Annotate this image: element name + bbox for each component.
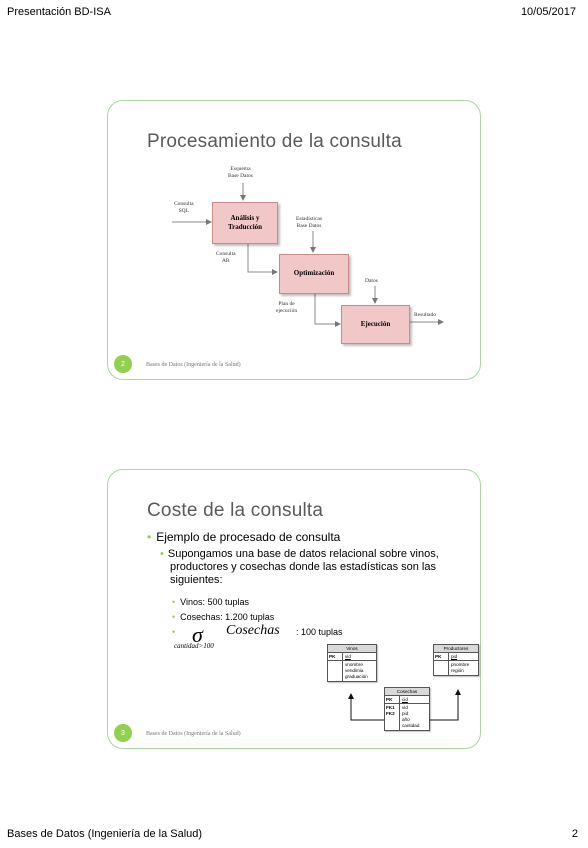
page-footer-number: 2 [571, 828, 578, 840]
bullet-dot-icon: • [172, 597, 176, 607]
page-header-date: 10/05/2017 [520, 6, 576, 18]
label-stats: Estadísticas Base Datos [296, 216, 322, 230]
label-sql: Consulta SQL [174, 201, 194, 215]
flow-arrows [172, 183, 444, 327]
slide-footer: Bases de Datos (Ingeniería de la Salud) [146, 731, 241, 737]
page-header-title: Presentación BD-ISA [7, 6, 111, 18]
formula-condition: cantidad>100 [174, 642, 214, 650]
bullet-level1: •Ejemplo de procesado de consulta [147, 530, 341, 544]
label-plan: Plan de ejecución [276, 301, 298, 315]
execution-box: Ejecución [341, 305, 410, 344]
label-result: Resultado [414, 312, 436, 318]
slide-query-cost: Coste de la consulta •Ejemplo de procesa… [107, 469, 481, 749]
optimization-box: Optimización [279, 254, 349, 294]
analysis-box: Análisis y Traducción [212, 202, 278, 244]
slide-title: Procesamiento de la consulta [147, 131, 402, 152]
label-data: Datos [365, 278, 378, 284]
bullet-vinos: •Vinos: 500 tuplas [172, 597, 250, 607]
label-ar: Consulta AR [216, 251, 236, 265]
bullet-level2: •Supongamos una base de datos relacional… [160, 548, 439, 586]
formula-relation: Cosechas [226, 623, 280, 638]
formula-tail: : 100 tuplas [296, 627, 343, 637]
formula-sigma: σ [192, 622, 203, 647]
bullet-dot-icon: • [172, 627, 176, 637]
slide-title: Coste de la consulta [147, 500, 324, 521]
slide-number: 2 [114, 355, 132, 373]
bullet-dot-icon: • [147, 530, 152, 544]
bullet-dot-icon: • [160, 548, 164, 560]
bullet-cosechas: •Cosechas: 1.200 tuplas [172, 612, 275, 622]
slide-footer: Bases de Datos (Ingeniería de la Salud) [146, 362, 241, 368]
er-relations [348, 689, 461, 721]
page-footer-course: Bases de Datos (Ingeniería de la Salud) [7, 828, 203, 840]
bullet-dot-icon: • [172, 612, 176, 622]
slide-number: 3 [114, 724, 132, 742]
label-schema: Esquema Base Datos [228, 166, 253, 180]
slide-query-processing: Procesamiento de la consulta Análisis y … [107, 100, 481, 380]
